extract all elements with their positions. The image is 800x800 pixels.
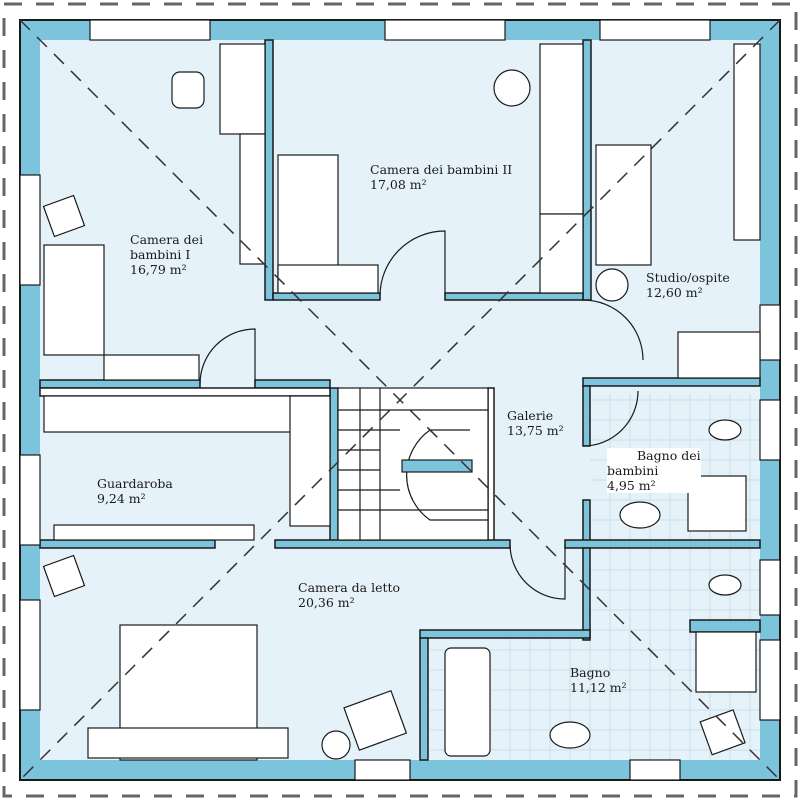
roof-lines [19, 19, 781, 781]
room-area: 13,75 m² [507, 423, 564, 438]
room-label-bath: Bagno 11,12 m² [570, 665, 627, 695]
staircase [337, 387, 489, 541]
room-label-studio: Studio/ospite 12,60 m² [646, 270, 730, 300]
windows [19, 19, 781, 781]
room-area: 9,24 m² [97, 491, 146, 506]
furniture [42, 43, 761, 761]
room-name: Camera da letto [298, 580, 401, 595]
room-area: 16,79 m² [130, 262, 187, 277]
room-name: Bagno dei [637, 448, 701, 463]
room-name: Camera dei [130, 232, 204, 247]
room-area: 12,60 m² [646, 285, 703, 300]
room-name: Bagno [570, 665, 611, 680]
room-name-cont: bambini I [130, 247, 191, 262]
room-name: Guardaroba [97, 476, 173, 491]
room-area: 17,08 m² [370, 177, 427, 192]
room-name: Studio/ospite [646, 270, 730, 285]
room-name: Camera dei bambini II [370, 162, 513, 177]
room-label-kids-2: Camera dei bambini II 17,08 m² [370, 162, 512, 192]
room-area: 4,95 m² [607, 478, 656, 493]
room-name: Galerie [507, 408, 554, 423]
room-area: 20,36 m² [298, 595, 355, 610]
room-label-bedroom: Camera da letto 20,36 m² [298, 580, 400, 610]
room-name-cont: bambini [607, 463, 659, 478]
room-area: 11,12 m² [570, 680, 627, 695]
doors [199, 230, 644, 600]
room-label-kids-bath: Bagno dei bambini 4,95 m² [607, 448, 701, 493]
room-label-wardrobe: Guardaroba 9,24 m² [97, 476, 173, 506]
room-label-galerie: Galerie 13,75 m² [507, 408, 564, 438]
room-label-kids-1: Camera dei bambini I 16,79 m² [130, 232, 203, 277]
